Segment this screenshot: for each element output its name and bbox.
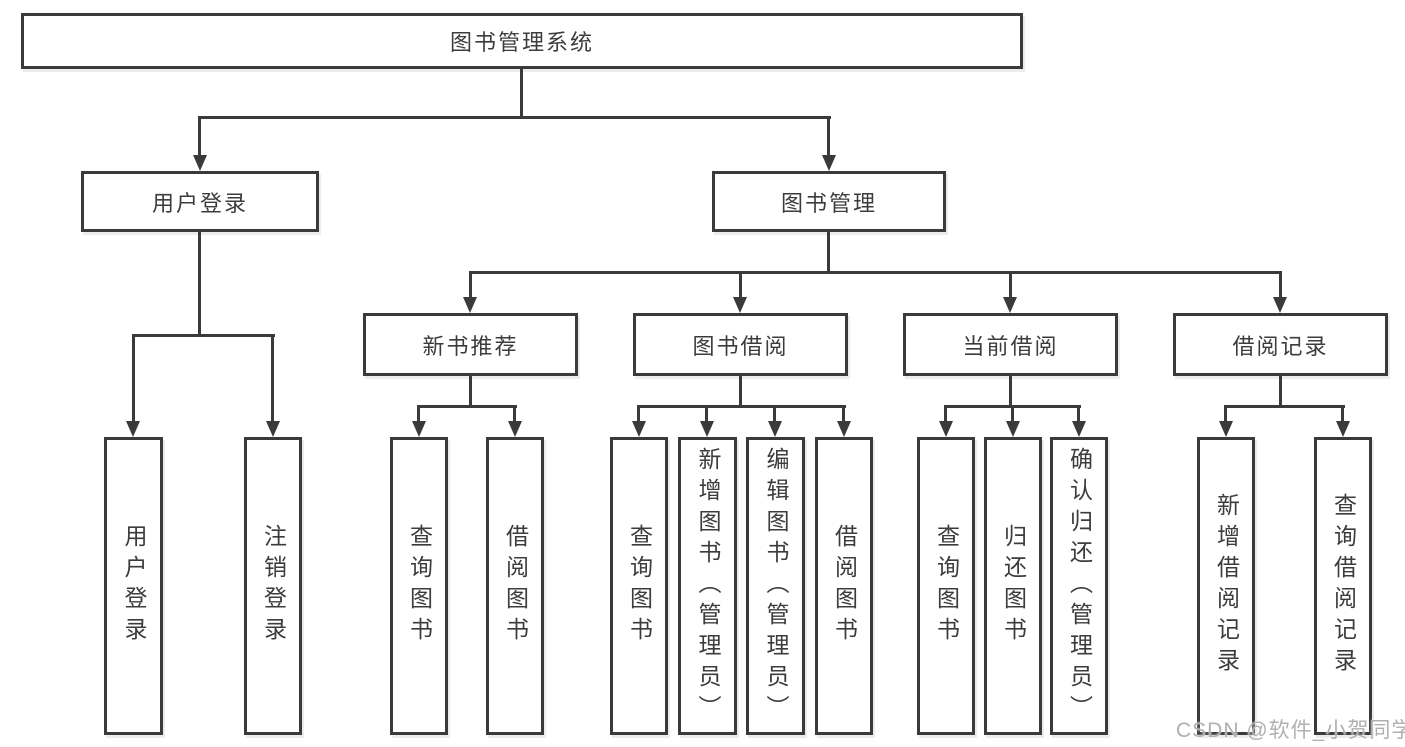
leaf-logout: 注销登录 xyxy=(244,437,302,735)
arrow-head-icon xyxy=(837,421,851,437)
node-label: 用户登录 xyxy=(151,190,248,216)
leaf-label: 新增借阅记录 xyxy=(1213,493,1240,679)
leaf-user-login: 用户登录 xyxy=(104,437,163,735)
node-borrow-records: 借阅记录 xyxy=(1173,313,1388,376)
arrow-head-icon xyxy=(463,297,477,313)
connector-line xyxy=(773,405,776,423)
leaf-label: 查询借阅记录 xyxy=(1330,493,1357,679)
leaf-label: 查询图书 xyxy=(406,524,433,648)
connector-line xyxy=(827,232,830,273)
connector-line xyxy=(944,405,947,423)
node-label: 当前借阅 xyxy=(962,333,1059,359)
connector-line xyxy=(705,405,708,423)
arrow-head-icon xyxy=(1003,297,1017,313)
node-user-login: 用户登录 xyxy=(81,171,319,232)
arrow-head-icon xyxy=(632,421,646,437)
connector-line xyxy=(198,116,201,158)
node-label: 图书借阅 xyxy=(692,333,789,359)
arrow-head-icon xyxy=(700,421,714,437)
leaf-records-query-record: 查询借阅记录 xyxy=(1314,437,1372,735)
arrow-head-icon xyxy=(508,421,522,437)
node-label: 图书管理 xyxy=(780,190,877,216)
connector-line xyxy=(842,405,845,423)
leaf-label: 借阅图书 xyxy=(502,524,529,648)
connector-line xyxy=(739,271,742,300)
leaf-current-query-book: 查询图书 xyxy=(917,437,975,735)
node-label: 新书推荐 xyxy=(422,333,519,359)
arrow-head-icon xyxy=(1336,421,1350,437)
connector-line xyxy=(469,271,472,300)
node-label: 借阅记录 xyxy=(1232,333,1329,359)
arrow-head-icon xyxy=(822,155,836,171)
connector-line xyxy=(198,232,201,336)
connector-line xyxy=(1224,405,1227,423)
connector-line xyxy=(132,334,135,424)
leaf-records-add-record: 新增借阅记录 xyxy=(1197,437,1255,735)
arrow-head-icon xyxy=(939,421,953,437)
connector-line xyxy=(1009,271,1012,300)
leaf-label: 用户登录 xyxy=(121,524,147,648)
connector-line xyxy=(513,405,516,423)
leaf-label: 注销登录 xyxy=(260,524,287,648)
connector-line xyxy=(271,334,274,424)
connector-line xyxy=(199,116,831,119)
leaf-label: 确认归还（管理员） xyxy=(1066,446,1093,726)
leaf-label: 查询图书 xyxy=(933,524,960,648)
leaf-current-return-book: 归还图书 xyxy=(984,437,1042,735)
connector-line xyxy=(520,68,523,118)
connector-line xyxy=(637,405,640,423)
connector-line xyxy=(417,405,420,423)
arrow-head-icon xyxy=(1006,421,1020,437)
leaf-recommend-query-book: 查询图书 xyxy=(390,437,448,735)
connector-line xyxy=(469,376,472,407)
arrow-head-icon xyxy=(1219,421,1233,437)
connector-line xyxy=(1077,405,1080,423)
leaf-current-confirm-return-admin: 确认归还（管理员） xyxy=(1050,437,1108,735)
connector-line xyxy=(469,271,1282,274)
leaf-borrow-add-book-admin: 新增图书（管理员） xyxy=(678,437,737,735)
node-root-system: 图书管理系统 xyxy=(21,13,1023,69)
connector-line xyxy=(1009,376,1012,407)
leaf-recommend-borrow-book: 借阅图书 xyxy=(486,437,544,735)
leaf-borrow-borrow-book: 借阅图书 xyxy=(815,437,873,735)
node-new-book-recommend: 新书推荐 xyxy=(363,313,578,376)
node-book-management: 图书管理 xyxy=(712,171,946,232)
connector-line xyxy=(739,376,742,407)
connector-line xyxy=(1279,376,1282,407)
leaf-label: 归还图书 xyxy=(1000,524,1027,648)
arrow-head-icon xyxy=(412,421,426,437)
arrow-head-icon xyxy=(193,155,207,171)
arrow-head-icon xyxy=(1072,421,1086,437)
leaf-borrow-query-book: 查询图书 xyxy=(610,437,668,735)
watermark: CSDN @软件_小贺同学 xyxy=(1176,719,1405,742)
connector-line xyxy=(1224,405,1345,408)
connector-line xyxy=(827,116,830,158)
node-current-borrow: 当前借阅 xyxy=(903,313,1118,376)
connector-line xyxy=(637,405,846,408)
node-label: 图书管理系统 xyxy=(449,30,594,55)
leaf-label: 查询图书 xyxy=(626,524,653,648)
leaf-label: 借阅图书 xyxy=(831,524,858,648)
arrow-head-icon xyxy=(768,421,782,437)
leaf-label: 编辑图书（管理员） xyxy=(763,446,789,726)
arrow-head-icon xyxy=(1273,297,1287,313)
connector-line xyxy=(417,405,517,408)
arrow-head-icon xyxy=(733,297,747,313)
node-book-borrow: 图书借阅 xyxy=(633,313,848,376)
arrow-head-icon xyxy=(266,421,280,437)
connector-line xyxy=(1011,405,1014,423)
leaf-label: 新增图书（管理员） xyxy=(695,446,721,726)
leaf-borrow-edit-book-admin: 编辑图书（管理员） xyxy=(746,437,805,735)
connector-line xyxy=(1279,271,1282,300)
arrow-head-icon xyxy=(126,421,140,437)
connector-line xyxy=(1341,405,1344,423)
connector-line xyxy=(132,334,275,337)
